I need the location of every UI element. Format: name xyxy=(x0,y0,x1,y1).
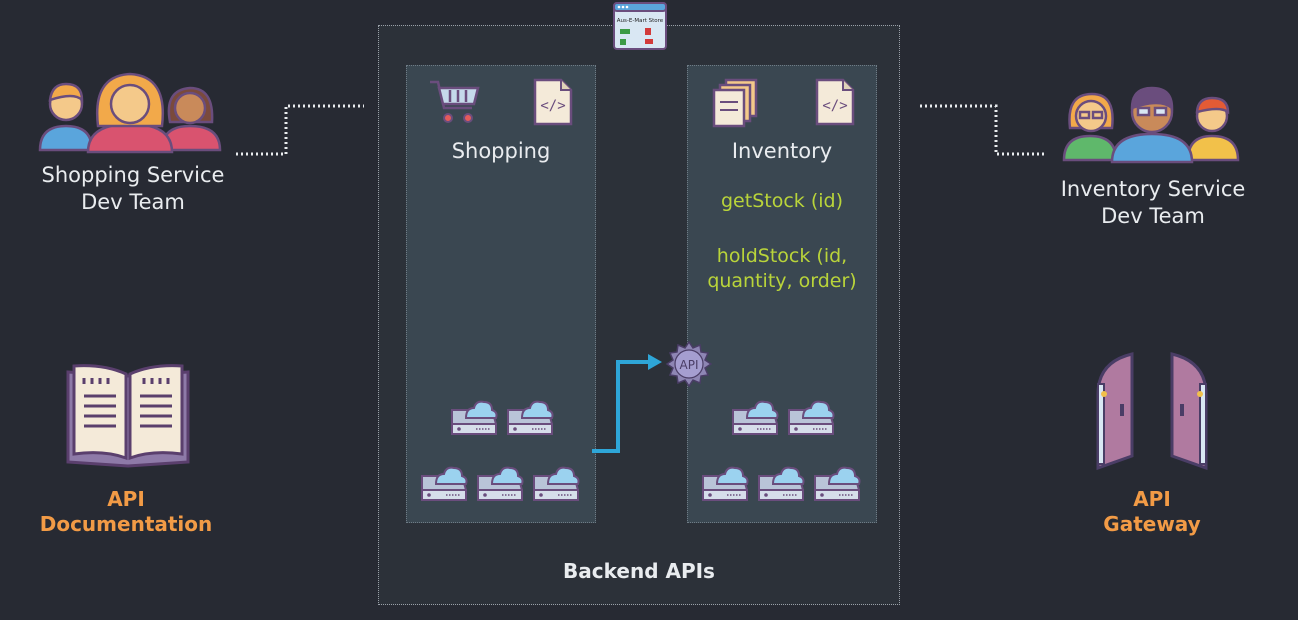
shopping-to-api-arrow xyxy=(592,360,650,453)
inventory-server-4 xyxy=(758,466,805,501)
inventory-server-3 xyxy=(702,466,749,501)
inventory-server-2 xyxy=(788,400,835,435)
shopping-team-icon xyxy=(38,70,228,154)
shopping-team-line2: Dev Team xyxy=(81,190,185,214)
api-gateway-label: API Gateway xyxy=(1052,487,1252,537)
hold-stock-line1: holdStock (id, xyxy=(716,245,848,267)
shopping-service-panel xyxy=(406,65,596,523)
store-title-text: Aus-E-Mart Store xyxy=(617,18,664,24)
backend-apis-label: Backend APIs xyxy=(563,559,715,583)
shopping-team-label: Shopping Service Dev Team xyxy=(20,162,246,216)
api-documentation-label: API Documentation xyxy=(26,487,226,537)
api-docs-line2: Documentation xyxy=(39,512,213,536)
book-icon xyxy=(64,362,192,470)
shopping-server-1 xyxy=(451,400,498,435)
inventory-team-icon xyxy=(1060,84,1245,164)
inventory-documents-icon xyxy=(712,78,760,128)
api-gear-icon: API xyxy=(665,340,713,388)
api-gateway-line2: Gateway xyxy=(1103,512,1201,536)
shopping-server-4 xyxy=(477,466,524,501)
get-stock-method: getStock (id) xyxy=(721,190,843,212)
right-connector-line xyxy=(920,104,1046,156)
inventory-service-panel xyxy=(687,65,877,523)
inventory-team-line2: Dev Team xyxy=(1101,204,1205,228)
arrow-head xyxy=(648,354,662,370)
store-browser-icon: Aus-E-Mart Store xyxy=(613,2,667,50)
shopping-title: Shopping xyxy=(451,139,551,163)
left-connector-line xyxy=(236,104,364,156)
inventory-team-label: Inventory Service Dev Team xyxy=(1040,176,1266,230)
gate-icon xyxy=(1094,352,1212,472)
svg-text:</>: </> xyxy=(822,98,847,114)
inventory-server-5 xyxy=(814,466,861,501)
api-docs-line1: API xyxy=(107,487,145,511)
shopping-server-2 xyxy=(507,400,554,435)
shopping-server-3 xyxy=(421,466,468,501)
api-gateway-line1: API xyxy=(1133,487,1171,511)
svg-text:</>: </> xyxy=(540,98,565,114)
hold-stock-method: holdStock (id, quantity, order) xyxy=(687,244,877,294)
inventory-team-line1: Inventory Service xyxy=(1060,177,1246,201)
shopping-cart-icon xyxy=(428,78,480,126)
api-badge-text: API xyxy=(680,358,699,372)
inventory-server-1 xyxy=(732,400,779,435)
inventory-code-file-icon: </> xyxy=(815,78,855,126)
shopping-code-file-icon: </> xyxy=(533,78,573,126)
inventory-title: Inventory xyxy=(731,139,833,163)
hold-stock-line2: quantity, order) xyxy=(707,270,857,292)
shopping-team-line1: Shopping Service xyxy=(41,163,225,187)
shopping-server-5 xyxy=(533,466,580,501)
